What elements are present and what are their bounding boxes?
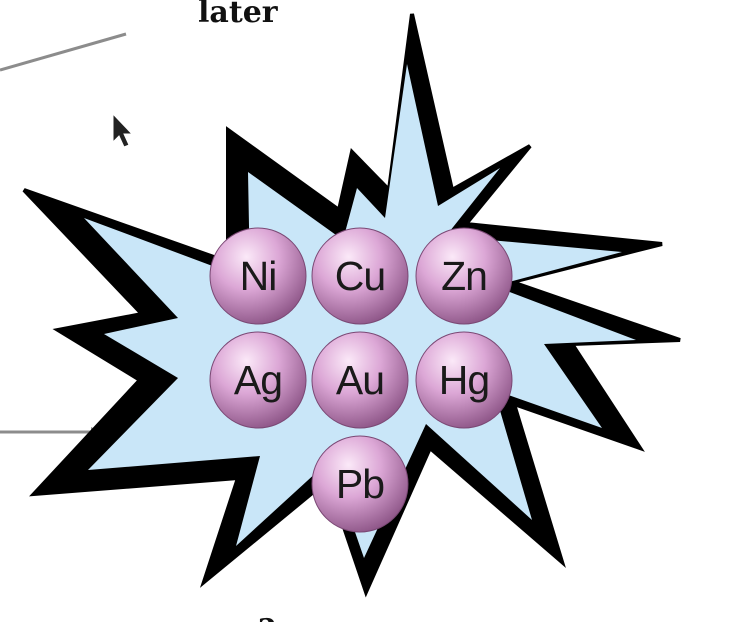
- element-symbol-label: Ni: [240, 253, 277, 299]
- caption-later: later: [198, 0, 279, 30]
- element-sphere-pb: Pb: [311, 435, 409, 533]
- element-symbol-label: Zn: [441, 253, 487, 299]
- mouse-cursor-icon: [112, 112, 134, 148]
- element-sphere-hg: Hg: [415, 331, 513, 429]
- sphere-ball: [209, 227, 307, 325]
- sphere-ball: [311, 227, 409, 325]
- sphere-ball: [415, 227, 513, 325]
- element-sphere-au: Au: [311, 331, 409, 429]
- element-sphere-zn: Zn: [415, 227, 513, 325]
- element-symbol-label: Cu: [335, 253, 385, 299]
- element-symbol-label: Au: [336, 357, 384, 403]
- caption-question: ?: [258, 613, 276, 622]
- sphere-ball: [311, 331, 409, 429]
- connector-line: [0, 32, 127, 72]
- element-sphere-cu: Cu: [311, 227, 409, 325]
- element-sphere-ni: Ni: [209, 227, 307, 325]
- element-sphere-ag: Ag: [209, 331, 307, 429]
- sphere-ball: [415, 331, 513, 429]
- sphere-ball: [311, 435, 409, 533]
- sphere-ball: [209, 331, 307, 429]
- element-symbol-label: Pb: [336, 461, 384, 507]
- element-symbol-label: Hg: [439, 357, 489, 403]
- element-symbol-label: Ag: [234, 357, 282, 403]
